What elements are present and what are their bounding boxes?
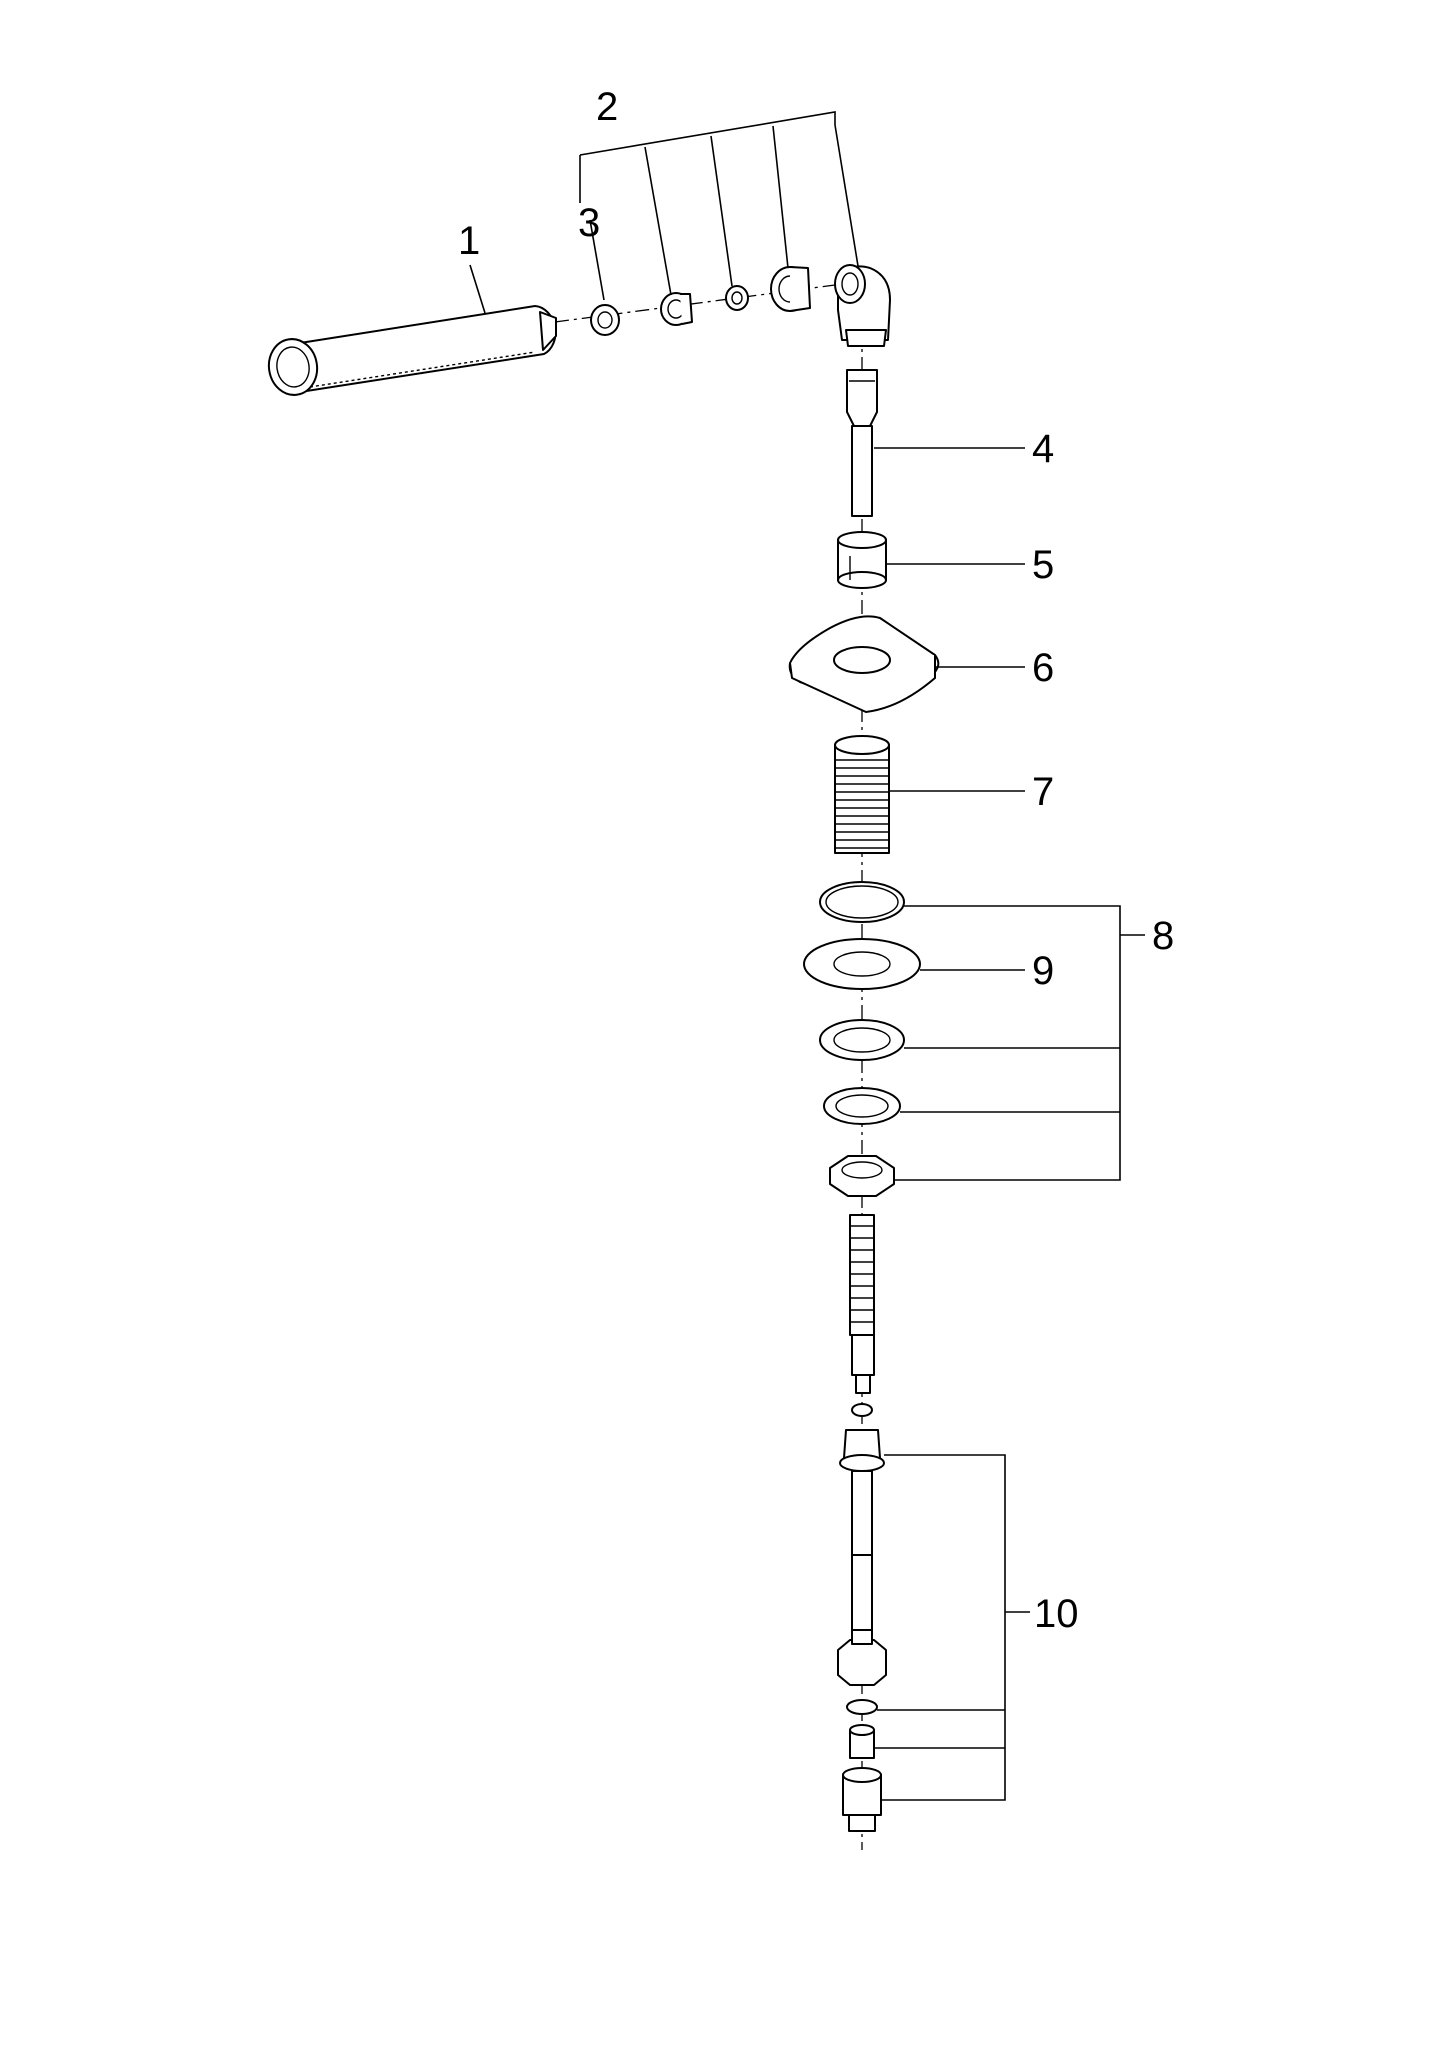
callout-10: 10: [1034, 1592, 1079, 1636]
leader-2b: [710, 135, 733, 287]
part-10-adapter-nut: [842, 1767, 882, 1832]
leader-8-bracket: [894, 905, 1121, 1181]
part-10-insert: [849, 1724, 875, 1759]
part-2-nipple: [660, 292, 693, 326]
part-2-small-washer: [725, 285, 749, 311]
part-8-washer-middle: [819, 1019, 905, 1061]
hose-end-spring: [849, 1214, 875, 1417]
callout-7: 7: [1032, 770, 1054, 814]
part-5-sleeve: [837, 531, 887, 589]
leader-3: [589, 219, 605, 301]
part-8-hex-nut: [829, 1155, 895, 1197]
part-6-square-rosette: [788, 615, 940, 713]
leader-2d: [834, 124, 859, 267]
part-10-connection-hose: [837, 1429, 887, 1686]
callout-4: 4: [1032, 427, 1054, 471]
part-1-hand-shower: [267, 305, 557, 396]
part-7-threaded-shank: [834, 735, 890, 854]
callout-8: 8: [1152, 914, 1174, 958]
part-9-large-washer: [803, 938, 921, 990]
part-8-washer-top: [819, 881, 905, 923]
callout-2: 2: [596, 85, 618, 129]
callout-labels: 1 2 3 4 5 6 7 8 9 10: [458, 85, 1174, 1636]
part-3-washer: [590, 304, 620, 336]
part-10-small-washer: [846, 1699, 878, 1715]
leader-2c: [772, 125, 789, 269]
callout-1: 1: [458, 219, 480, 263]
leader-2-bracket-top: [579, 111, 836, 156]
callout-3: 3: [578, 201, 600, 245]
callout-5: 5: [1032, 543, 1054, 587]
callout-9: 9: [1032, 949, 1054, 993]
callout-6: 6: [1032, 646, 1054, 690]
leader-lines: [469, 111, 1145, 1801]
leader-1: [469, 264, 486, 314]
leader-10-bracket: [881, 1454, 1006, 1801]
part-8-washer-lower: [823, 1087, 901, 1125]
assembly-axes: [554, 284, 863, 1850]
part-2-elbow: [834, 264, 891, 347]
part-2-nut: [770, 266, 811, 312]
part-4-hose-connector: [846, 369, 878, 517]
leader-2a: [644, 146, 672, 296]
